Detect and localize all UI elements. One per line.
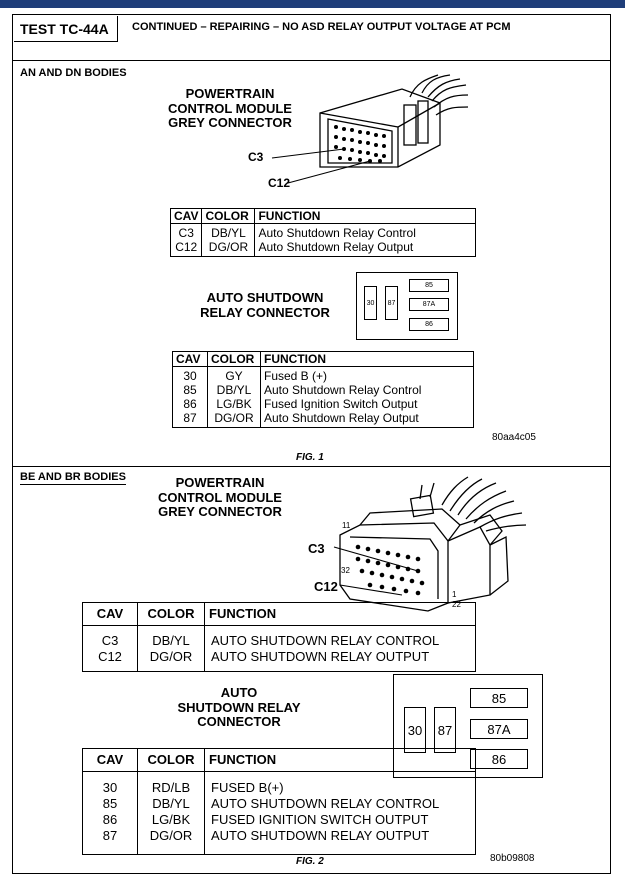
table-row: 86 LG/BK Fused Ignition Switch Output <box>172 397 474 411</box>
relay-terminal-87a: 87A <box>470 719 528 739</box>
table-header-row: CAV COLOR FUNCTION <box>82 748 476 772</box>
section2-relay-title: AUTO SHUTDOWN RELAY CONNECTOR <box>177 685 301 730</box>
section2-figure-code: 80b09808 <box>490 853 535 864</box>
test-title: CONTINUED – REPAIRING – NO ASD RELAY OUT… <box>132 21 511 33</box>
relay-terminal-87a: 87A <box>409 298 449 311</box>
relay-terminal-87: 87 <box>434 707 456 753</box>
relay-terminal-85: 85 <box>409 279 449 292</box>
pin-number-1: 1 <box>452 590 457 599</box>
top-banner-bar <box>0 0 625 8</box>
section2-figure-caption: FIG. 2 <box>296 856 324 867</box>
section2-pcm-table: CAV COLOR FUNCTION C3 DB/YL AUTO SHUTDOW… <box>82 602 476 672</box>
relay-terminal-87: 87 <box>385 286 398 320</box>
table-row: 87 DG/OR Auto Shutdown Relay Output <box>172 411 474 428</box>
test-id: TEST TC-44A <box>14 16 118 42</box>
section1-figure-caption: FIG. 1 <box>296 452 324 463</box>
table-header-row: CAV COLOR FUNCTION <box>169 208 476 224</box>
table-row: 87 DG/OR AUTO SHUTDOWN RELAY OUTPUT <box>82 828 476 855</box>
section1-figure-code: 80aa4c05 <box>492 432 536 443</box>
section2-pcm-connector-drawing <box>333 476 527 612</box>
table-row: 30 GY Fused B (+) <box>172 366 474 383</box>
table-row: C12 DG/OR Auto Shutdown Relay Output <box>169 240 476 257</box>
section1-callout-c3: C3 <box>248 150 264 164</box>
table-header-row: CAV COLOR FUNCTION <box>82 602 476 626</box>
section1-pcm-table: CAV COLOR FUNCTION C3 DB/YL Auto Shutdow… <box>169 208 476 257</box>
relay-terminal-85: 85 <box>470 688 528 708</box>
table-header-row: CAV COLOR FUNCTION <box>172 351 474 367</box>
relay-terminal-30: 30 <box>404 707 426 753</box>
section2-relay-table: CAV COLOR FUNCTION 30 RD/LB FUSED B(+) 8… <box>82 748 476 855</box>
header-divider <box>12 60 611 61</box>
section2-pcm-title: POWERTRAIN CONTROL MODULE GREY CONNECTOR <box>158 475 282 520</box>
section1-relay-connector: 30 87 85 87A 86 <box>356 272 458 340</box>
section1-pcm-connector-drawing <box>271 74 469 184</box>
section2-callout-c12: C12 <box>314 579 338 594</box>
section1-pcm-title: POWERTRAIN CONTROL MODULE GREY CONNECTOR <box>168 86 292 131</box>
table-row: C12 DG/OR AUTO SHUTDOWN RELAY OUTPUT <box>82 649 476 672</box>
section2-label: BE AND BR BODIES <box>20 471 126 485</box>
table-row: C3 DB/YL AUTO SHUTDOWN RELAY CONTROL <box>82 625 476 649</box>
table-row: 85 DB/YL AUTO SHUTDOWN RELAY CONTROL <box>82 796 476 812</box>
section2-callout-c3: C3 <box>308 541 325 556</box>
section-divider <box>12 466 611 467</box>
page-frame <box>12 14 611 874</box>
table-row: 30 RD/LB FUSED B(+) <box>82 771 476 796</box>
relay-terminal-30: 30 <box>364 286 377 320</box>
section1-label: AN AND DN BODIES <box>20 67 127 79</box>
table-row: 85 DB/YL Auto Shutdown Relay Control <box>172 383 474 397</box>
pin-number-11: 11 <box>342 521 351 530</box>
pin-number-32: 32 <box>341 566 350 575</box>
table-row: C3 DB/YL Auto Shutdown Relay Control <box>169 223 476 240</box>
relay-terminal-86: 86 <box>470 749 528 769</box>
section1-relay-table: CAV COLOR FUNCTION 30 GY Fused B (+) 85 … <box>172 351 474 428</box>
section1-relay-title: AUTO SHUTDOWN RELAY CONNECTOR <box>200 290 330 320</box>
section1-callout-c12: C12 <box>268 176 291 190</box>
table-row: 86 LG/BK FUSED IGNITION SWITCH OUTPUT <box>82 812 476 828</box>
relay-terminal-86: 86 <box>409 318 449 331</box>
